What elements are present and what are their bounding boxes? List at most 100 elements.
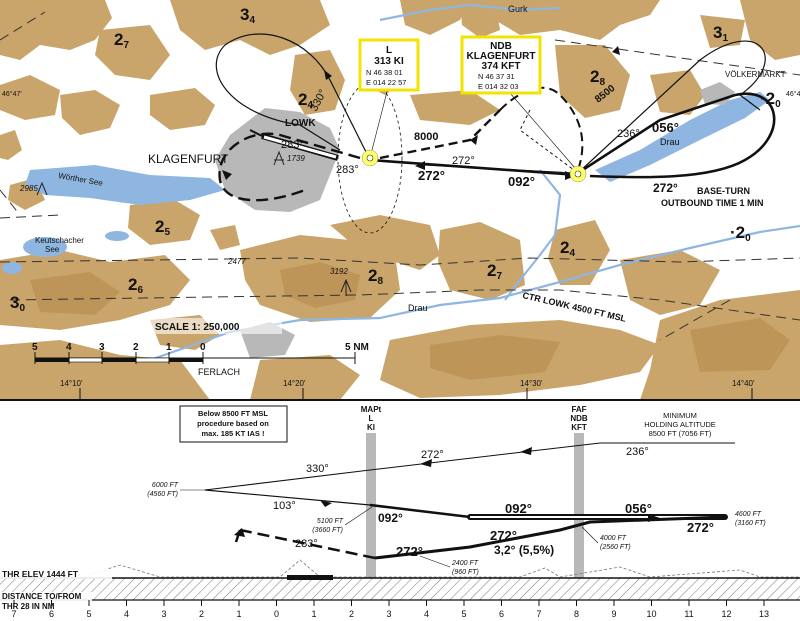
scale-bar: SCALE 1: 250,000 5 4 3 2 1 0 5 NM <box>32 318 369 364</box>
label-keutschacher-1: Keutschacher <box>35 236 84 245</box>
alt-5100-b: (3660 FT) <box>312 527 343 534</box>
alt-5100: 5100 FT <box>317 518 344 525</box>
water <box>2 92 770 274</box>
faf-column <box>574 433 584 578</box>
mapt-1: MAPt <box>361 405 382 414</box>
ctr-boundary <box>9 289 800 321</box>
label-volkermarkt: VÖLKERMARKT <box>725 70 786 79</box>
axis-label: 3 <box>161 609 166 619</box>
p-236: 236° <box>626 446 649 458</box>
lon-1: 14°10' <box>60 379 83 388</box>
p-272-top: 272° <box>421 449 444 461</box>
scale-2: 2 <box>133 342 139 353</box>
axis-label: 10 <box>646 609 656 619</box>
axis-label: 13 <box>759 609 769 619</box>
grid-alt-3: 31 <box>713 23 728 44</box>
plan-8000: 8000 <box>414 131 438 143</box>
axis-label: 5 <box>86 609 91 619</box>
profile-view: Below 8500 FT MSL procedure based on max… <box>0 405 800 619</box>
p-103: 103° <box>273 500 296 512</box>
scale-4: 4 <box>66 342 72 353</box>
grid-alt-4: 28 <box>590 67 605 88</box>
axis-label: 3 <box>386 609 391 619</box>
terrain-dark <box>30 262 790 380</box>
l-lon: E 014 22 57 <box>366 78 406 87</box>
alt-2400: 2400 FT <box>451 560 479 567</box>
grid-alt-2: 27 <box>114 30 129 51</box>
grid-alt-8: ·20 <box>730 223 751 244</box>
plan-056: 056° <box>652 120 679 135</box>
grid-alt-11: 28 <box>368 266 383 287</box>
alt-4000-b: (2560 FT) <box>600 544 631 551</box>
p-glide: 3,2° (5,5%) <box>494 543 554 557</box>
thr-elev: THR ELEV 1444 FT <box>2 569 79 579</box>
p-330: 330° <box>306 463 329 475</box>
navaid-ndb-kft <box>569 165 587 183</box>
navaid-l-ki <box>361 149 379 167</box>
l-freq: 313 KI <box>374 56 404 67</box>
lon-2: 14°20' <box>283 379 306 388</box>
p-272-right: 272° <box>687 520 714 535</box>
axis-label: 6 <box>499 609 504 619</box>
speed-note-box <box>179 405 288 443</box>
axis-label: 5 <box>461 609 466 619</box>
base-turn-2: OUTBOUND TIME 1 MIN <box>661 198 764 208</box>
axis-label: 4 <box>124 609 129 619</box>
elev-1739: 1739 <box>287 154 305 163</box>
scale-title: SCALE 1: 250,000 <box>155 322 240 333</box>
p-272-glide: 272° <box>490 528 517 543</box>
alt-4000: 4000 FT <box>600 535 627 542</box>
axis-label: 7 <box>11 609 16 619</box>
plan-283b: 283° <box>336 164 359 176</box>
grid-alt-12: 27 <box>487 261 502 282</box>
grid-minimum-altitudes: 34 27 31 28 24 ·20 25 ·20 24 26 28 27 30 <box>10 5 781 314</box>
axis-label: 8 <box>574 609 579 619</box>
label-lowk: LOWK <box>285 118 316 129</box>
dist-2: THR 28 IN NM <box>2 602 55 611</box>
ndb-freq: 374 KFT <box>482 61 521 72</box>
terrain-profile <box>0 559 800 579</box>
elev-2477: 2477 <box>227 257 246 266</box>
profile-labels: 272° 236° 330° 103° 092° 092° 056° 272° … <box>147 446 765 576</box>
grid-alt-9: 24 <box>560 238 575 259</box>
alt-4600: 4600 FT <box>735 511 762 518</box>
label-drau-1: Drau <box>660 137 680 147</box>
lat-1: 46°47' <box>2 90 22 98</box>
faf-2: NDB <box>570 414 588 423</box>
axis-label: 7 <box>536 609 541 619</box>
alt-2400-b: (960 FT) <box>452 569 479 576</box>
faf-1: FAF <box>571 405 586 414</box>
scale-5: 5 <box>32 342 38 353</box>
axis-label: 9 <box>611 609 616 619</box>
p-092-b: 092° <box>505 501 532 516</box>
axis-label: 2 <box>199 609 204 619</box>
scale-nm: 5 NM <box>345 342 369 353</box>
ndb-name: KLAGENFURT <box>467 51 536 62</box>
alt-4600-b: (3160 FT) <box>735 520 766 527</box>
lon-4: 14°40' <box>732 379 755 388</box>
grid-alt-1: 34 <box>240 5 255 26</box>
obstacle-symbols <box>36 150 352 296</box>
label-keutschacher-2: See <box>45 245 60 254</box>
axis-label: 1 <box>236 609 241 619</box>
label-gurk: Gurk <box>508 4 528 14</box>
p-056: 056° <box>625 501 652 516</box>
plan-283a: 283° <box>281 139 304 151</box>
plan-view: 34 27 31 28 24 ·20 25 ·20 24 26 28 27 30… <box>0 0 800 401</box>
axis-label: 2 <box>349 609 354 619</box>
plan-236: 236° <box>617 128 640 140</box>
scale-1: 1 <box>166 342 172 353</box>
runway-profile <box>287 575 333 580</box>
plan-272b: 272° <box>418 168 445 183</box>
scale-0: 0 <box>200 342 206 353</box>
elev-2985: 2985 <box>19 184 38 193</box>
l-ident: L <box>386 45 392 56</box>
base-turn-1: BASE-TURN <box>697 186 750 196</box>
axis-label: 4 <box>424 609 429 619</box>
scale-3: 3 <box>99 342 105 353</box>
l-lat: N 46 38 01 <box>366 68 403 77</box>
grid-alt-10: 26 <box>128 275 143 296</box>
ground-hatch <box>0 578 800 600</box>
holding-3: 8500 FT (7056 FT) <box>649 429 712 438</box>
